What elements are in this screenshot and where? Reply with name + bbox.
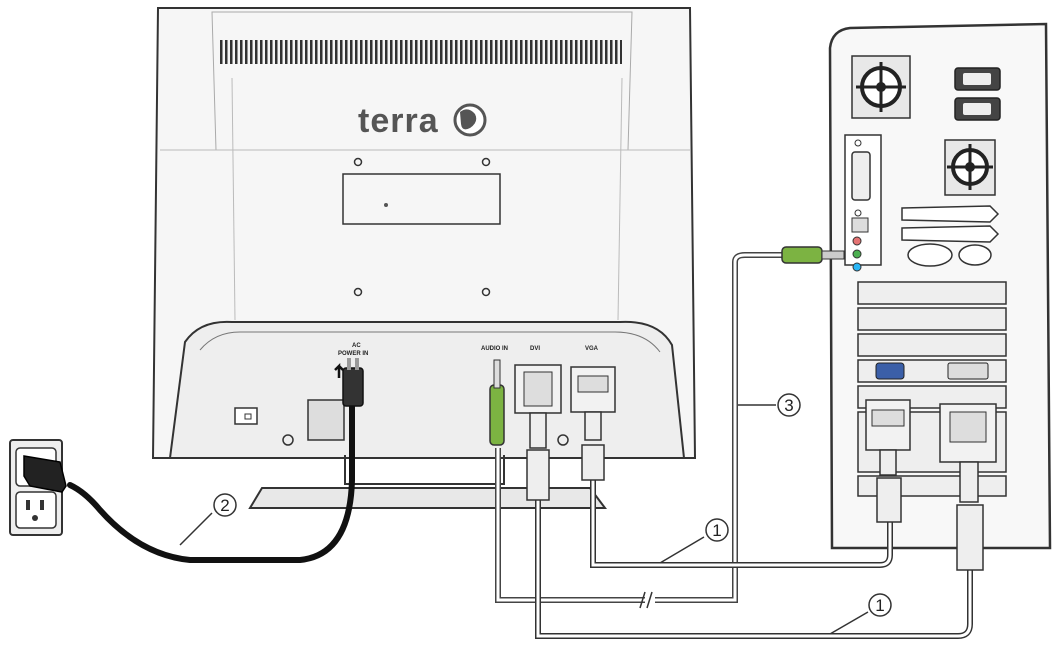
audio-cable	[489, 246, 845, 609]
audio-plug	[489, 384, 505, 446]
dvi-cable	[514, 364, 997, 639]
ferrite-core	[526, 449, 550, 501]
connector-panel	[168, 320, 686, 459]
vga-cable	[570, 366, 911, 568]
callout-2-label: 2	[220, 496, 229, 515]
callout-3-label: 3	[784, 396, 793, 415]
globe-icon	[453, 103, 487, 137]
ferrite-core	[876, 477, 902, 523]
ferrite-core	[956, 504, 984, 571]
fan-icon	[856, 62, 906, 112]
vesa-mount-holes	[353, 157, 491, 297]
stand-neck	[344, 455, 505, 485]
ac-power-sublabel: POWER IN	[338, 351, 368, 357]
pc-tower	[828, 22, 1052, 550]
fan-icon	[947, 144, 993, 190]
arrow-up-icon	[334, 362, 344, 378]
brand-name: terra	[358, 102, 439, 140]
callout-1-label: 1	[875, 596, 884, 615]
pc-vga-port	[875, 362, 905, 380]
mount-plate	[342, 173, 501, 225]
callout-cable-3: 3	[738, 393, 801, 417]
mic-jack	[852, 236, 862, 246]
power-plug-wall	[23, 455, 67, 493]
ferrite-core	[581, 444, 605, 481]
kensington-slot	[234, 407, 258, 425]
audio-in-label: AUDIO IN	[481, 346, 508, 352]
pc-dvi-port	[947, 362, 989, 380]
port-labels: AC POWER IN AUDIO IN DVI VGA	[338, 343, 599, 357]
callout-cable-1-dvi: 1	[829, 593, 892, 635]
expansion-slot	[857, 281, 1007, 305]
brand-logo: terra	[358, 102, 487, 140]
callout-cable-2: 2	[179, 493, 237, 546]
expansion-slot	[857, 333, 1007, 357]
audio-plug-pc	[781, 246, 823, 264]
monitor-back: terra	[151, 7, 697, 509]
line-in-jack	[852, 262, 862, 272]
expansion-slot	[857, 307, 1007, 331]
line-out-jack	[852, 249, 862, 259]
dvi-label: DVI	[530, 346, 540, 352]
parallel-port	[851, 151, 871, 201]
callout-1-label: 1	[712, 521, 721, 540]
ac-power-label: AC	[352, 343, 361, 349]
power-cord	[67, 358, 364, 563]
stand-base	[248, 487, 607, 509]
vga-label: VGA	[585, 346, 599, 352]
vent-grille	[220, 40, 622, 64]
power-plug-monitor	[342, 367, 364, 407]
wall-outlet	[9, 439, 67, 536]
callout-cable-1-vga: 1	[659, 518, 729, 564]
